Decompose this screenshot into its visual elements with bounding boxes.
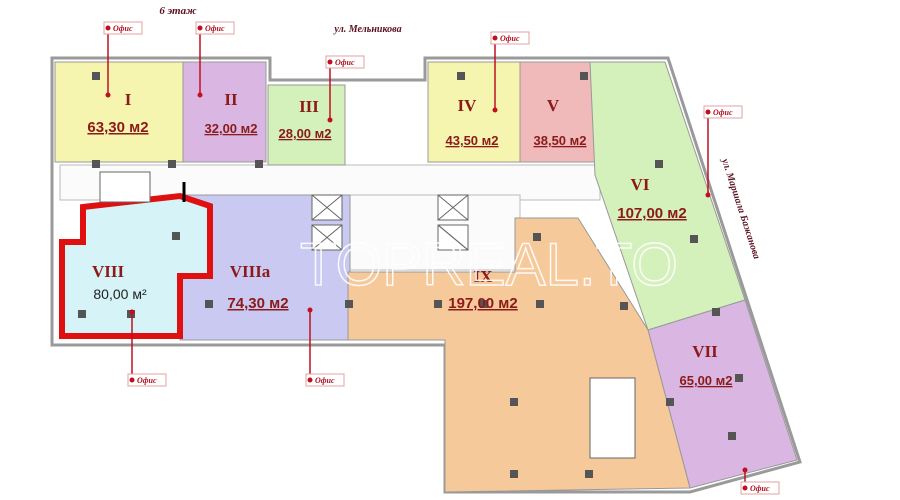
room-IV-number: IV: [458, 96, 478, 115]
office-callout-label: Офис: [315, 376, 335, 385]
room-VI-area: 107,00 м2: [617, 205, 687, 222]
office-callout: Офис: [325, 55, 365, 123]
room-IX-area: 197,00 м2: [448, 295, 518, 312]
room-VII-number: VII: [692, 342, 718, 361]
office-callout-label: Офис: [205, 24, 225, 33]
street-north: ул. Мельникова: [333, 24, 401, 35]
room-IV-area: 43,50 м2: [446, 133, 499, 148]
office-callout-label: Офис: [113, 24, 133, 33]
room-II-number: II: [224, 90, 238, 109]
room-VIII-number: VIII: [92, 262, 125, 281]
office-callout: Офис: [305, 307, 345, 387]
room-VIIIa-number: VIIIa: [230, 262, 271, 281]
room-VIII-area: 80,00 м²: [93, 286, 147, 302]
stairs-icon: [99, 171, 636, 459]
room-VIIIa-area: 74,30 м2: [227, 295, 288, 312]
room-I-area: 63,30 м2: [87, 119, 148, 136]
room-II-area: 32,00 м2: [205, 121, 258, 136]
elevator-icon: [311, 194, 469, 251]
room-I[interactable]: [54, 61, 184, 163]
office-callout-label: Офис: [137, 376, 157, 385]
room-III[interactable]: [267, 84, 346, 166]
room-II[interactable]: [182, 61, 267, 163]
office-callout-label: Офис: [500, 34, 520, 43]
columns: [78, 72, 743, 478]
office-callout: Офис: [490, 31, 530, 113]
room-IX-number: IX: [474, 267, 494, 286]
room-VIII[interactable]: [59, 192, 213, 339]
room-I-number: I: [125, 90, 132, 109]
watermark: TOPREAL.TO: [300, 231, 678, 298]
office-callout: Офис: [195, 21, 235, 98]
room-III-area: 28,00 м2: [279, 126, 332, 141]
office-callout: Офис: [703, 105, 743, 198]
room-VII-area: 65,00 м2: [680, 373, 733, 388]
floor-label: 6 этаж: [159, 5, 197, 17]
office-callout: Офис: [740, 467, 780, 495]
office-callout-label: Офис: [750, 484, 770, 493]
office-callout: Офис: [127, 309, 167, 387]
office-callout-label: Офис: [335, 58, 355, 67]
room-VI-number: VI: [631, 175, 650, 194]
room-V-area: 38,50 м2: [534, 133, 587, 148]
room-III-number: III: [299, 97, 319, 116]
office-callout: Офис: [103, 21, 143, 98]
room-V-number: V: [547, 96, 560, 115]
office-callout-label: Офис: [713, 108, 733, 117]
